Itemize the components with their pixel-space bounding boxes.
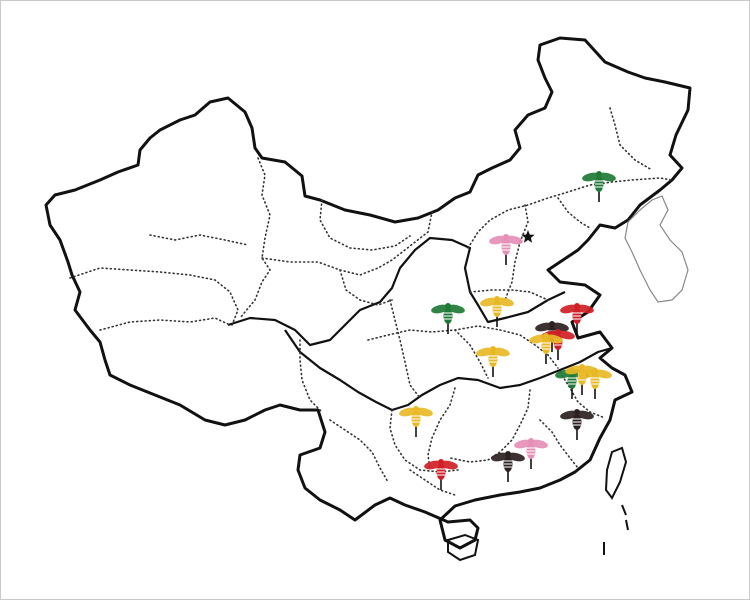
bee-head (549, 321, 555, 327)
bee-guizhou-bee-icon (399, 406, 433, 437)
marker-layer (399, 171, 616, 490)
bee-henan-north-bee-icon (480, 296, 514, 327)
bee-fujian-black-bee-icon (560, 409, 594, 440)
bee-head (579, 364, 585, 370)
bee-head (445, 303, 451, 309)
hainan-island (447, 533, 480, 562)
province-boundaries (69, 107, 673, 496)
national-border (44, 36, 692, 550)
bee-head (490, 346, 496, 352)
bee-head (438, 459, 444, 465)
bee-head (592, 368, 598, 374)
bee-gansu-bee-icon (431, 303, 465, 334)
korea-peninsula (624, 195, 689, 303)
star-shape (521, 230, 535, 243)
bee-shandong-bee-icon (560, 303, 594, 334)
bee-head (596, 171, 602, 177)
bee-head (555, 329, 561, 335)
yangtze-river (284, 329, 613, 412)
bee-jiangxi-pink-bee-icon (514, 438, 548, 469)
bee-jiangsu-yellow-bee-icon (529, 333, 563, 364)
taiwan-island (604, 446, 628, 500)
bee-guangdong-black-bee-icon (491, 451, 525, 482)
bee-head (413, 406, 419, 412)
beijing-star-star-icon (521, 230, 535, 243)
bee-head (528, 438, 534, 444)
bee-head (574, 409, 580, 415)
bee-zhejiang-yellow-b-bee-icon (578, 368, 612, 399)
bee-heilongjiang-bee-icon (582, 171, 616, 202)
bee-head (505, 451, 511, 457)
south-sea-dashes (603, 504, 629, 555)
bee-guangxi-bee-icon (424, 459, 458, 490)
bee-shanxi-bee-icon (489, 234, 523, 265)
bee-head (494, 296, 500, 302)
bee-head (574, 303, 580, 309)
bee-head (503, 234, 509, 240)
yellow-river (227, 236, 566, 347)
bee-head (543, 333, 549, 339)
bee-henan-south-bee-icon (476, 346, 510, 377)
